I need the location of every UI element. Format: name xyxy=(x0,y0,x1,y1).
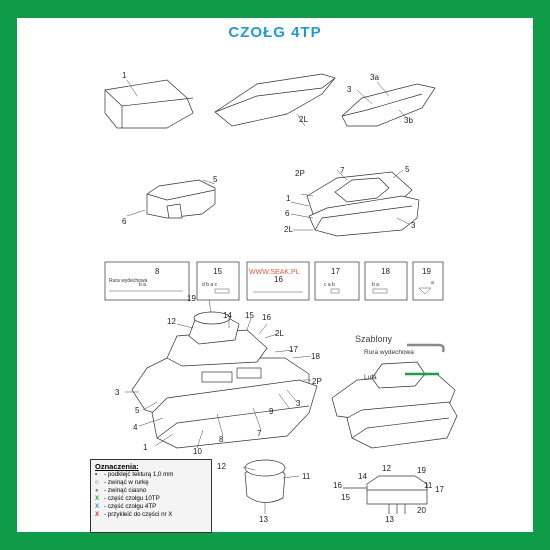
instruction-sheet: CZOŁG 4TP xyxy=(17,18,533,533)
assembled-chassis-drawing xyxy=(306,171,420,237)
legend-item-text: - podklejć tekturą 1,0 mm xyxy=(104,471,174,478)
part-labels: 1 2L 3 3a 3b 5 6 2P 7 5 1 6 2L 3 12 19 1… xyxy=(115,71,444,524)
templates-heading: Szablony xyxy=(355,334,393,344)
detail-num-8: 8 xyxy=(155,267,160,276)
part-1-drawing xyxy=(104,79,194,129)
page-title: CZOŁG 4TP xyxy=(228,24,322,41)
main-tank-drawing xyxy=(131,311,318,449)
part-11-12-13-drawing xyxy=(244,459,286,503)
label-11-b: 11 xyxy=(424,481,433,490)
legend-item-text: - część czołgu 10TP xyxy=(104,495,160,502)
label-3-b: 3 xyxy=(411,221,416,230)
label-2L-b: 2L xyxy=(284,225,293,234)
finished-tank-drawing xyxy=(331,361,458,449)
roll-tube-icon: ○ xyxy=(95,479,99,486)
legend-item: X - przykleić do części nr X xyxy=(95,511,207,519)
label-7-b: 7 xyxy=(257,429,262,438)
label-2L: 2L xyxy=(299,115,308,124)
label-3-c: 3 xyxy=(115,388,120,397)
watermark: WWW.SEAK.PL xyxy=(249,269,300,276)
label-5-c: 5 xyxy=(135,406,140,415)
detail-15-letters: d b a c xyxy=(202,282,218,288)
label-3-d: 3 xyxy=(296,399,301,408)
part-4tp-icon: X xyxy=(95,503,100,510)
detail-num-16: 16 xyxy=(274,275,283,284)
legend-item-text: - zwinąć ciasno xyxy=(104,487,147,494)
detail-num-18: 18 xyxy=(381,267,390,276)
legend-item: X - część czołgu 10TP xyxy=(95,495,207,503)
label-12-c: 12 xyxy=(382,464,391,473)
label-3: 3 xyxy=(347,85,352,94)
label-1-b: 1 xyxy=(286,194,291,203)
detail-box-content: 8 Rura wydechowa b a 15 d b a c WWW.SEAK… xyxy=(109,267,434,295)
label-13-b: 13 xyxy=(385,515,394,524)
label-2L-c: 2L xyxy=(275,329,284,338)
exhaust-template-line xyxy=(407,343,445,353)
label-10-a: 10 xyxy=(193,447,202,456)
label-5-b: 5 xyxy=(405,165,410,174)
detail-8-letters: b a xyxy=(139,282,146,288)
detail-19-letters: a xyxy=(431,280,434,286)
detail-num-15: 15 xyxy=(213,267,222,276)
part-10tp-icon: X xyxy=(95,495,100,502)
barrel-template-label: Lufa xyxy=(364,374,377,381)
label-3b: 3b xyxy=(404,116,413,125)
assembly-diagram: 1 2L 3 3a 3b 5 6 2P 7 5 1 6 2L 3 12 19 1… xyxy=(104,71,458,524)
label-9-a: 9 xyxy=(269,407,274,416)
detail-8-sub: Rura wydechowa xyxy=(109,278,148,284)
legend-item: ○ - zwinąć w rurkę xyxy=(95,479,207,487)
label-3a: 3a xyxy=(370,73,379,82)
legend-item-text: - przykleić do części nr X xyxy=(104,511,173,518)
label-11-a: 11 xyxy=(302,472,311,481)
label-15-a: 15 xyxy=(245,311,254,320)
label-12-b: 12 xyxy=(217,462,226,471)
part-5-6-drawing xyxy=(146,179,216,219)
legend-box: Oznaczenia: • - podklejć tekturą 1,0 mm ○… xyxy=(90,459,212,533)
label-15-b: 15 xyxy=(341,493,350,502)
exhaust-template-label: Rura wydechowa xyxy=(364,349,414,356)
part-2L-drawing xyxy=(214,73,336,127)
label-4-a: 4 xyxy=(133,423,138,432)
label-18-a: 18 xyxy=(311,352,320,361)
label-2P-a: 2P xyxy=(295,169,305,178)
label-16-a: 16 xyxy=(262,313,271,322)
label-16-b: 16 xyxy=(333,481,342,490)
turret-side-drawing xyxy=(343,475,428,514)
label-1: 1 xyxy=(122,71,127,80)
detail-boxes xyxy=(104,261,444,301)
label-7-a: 7 xyxy=(340,166,345,175)
legend-item: ● - zwinąć ciasno xyxy=(95,487,207,495)
detail-17-letters: c a b xyxy=(324,282,335,288)
label-20-a: 20 xyxy=(417,506,426,515)
legend-heading: Oznaczenia: xyxy=(95,462,139,471)
label-1-c: 1 xyxy=(143,443,148,452)
label-12-a: 12 xyxy=(167,317,176,326)
detail-num-17: 17 xyxy=(331,267,340,276)
glue-to-part-icon: X xyxy=(95,511,100,518)
legend-item: • - podklejć tekturą 1,0 mm xyxy=(95,471,207,479)
detail-num-19: 19 xyxy=(422,267,431,276)
label-14-a: 14 xyxy=(223,311,232,320)
legend-item: X - część czołgu 4TP xyxy=(95,503,207,511)
legend-item-text: - zwinąć w rurkę xyxy=(104,479,149,486)
label-13-a: 13 xyxy=(259,515,268,524)
label-17-a: 17 xyxy=(289,345,298,354)
glue-dot-icon: • xyxy=(95,471,98,478)
label-19-a: 19 xyxy=(187,294,196,303)
label-5-a: 5 xyxy=(213,175,218,184)
label-14-b: 14 xyxy=(358,472,367,481)
roll-tight-icon: ● xyxy=(95,487,99,494)
label-17-b: 17 xyxy=(435,485,444,494)
label-2P-b: 2P xyxy=(312,377,322,386)
label-19-b: 19 xyxy=(417,466,426,475)
part-3-drawing xyxy=(341,83,436,127)
detail-18-letters: b a xyxy=(372,282,379,288)
legend-item-text: - część czołgu 4TP xyxy=(104,503,157,510)
label-6-a: 6 xyxy=(122,217,127,226)
label-6-b: 6 xyxy=(285,209,290,218)
label-8-a: 8 xyxy=(219,435,224,444)
